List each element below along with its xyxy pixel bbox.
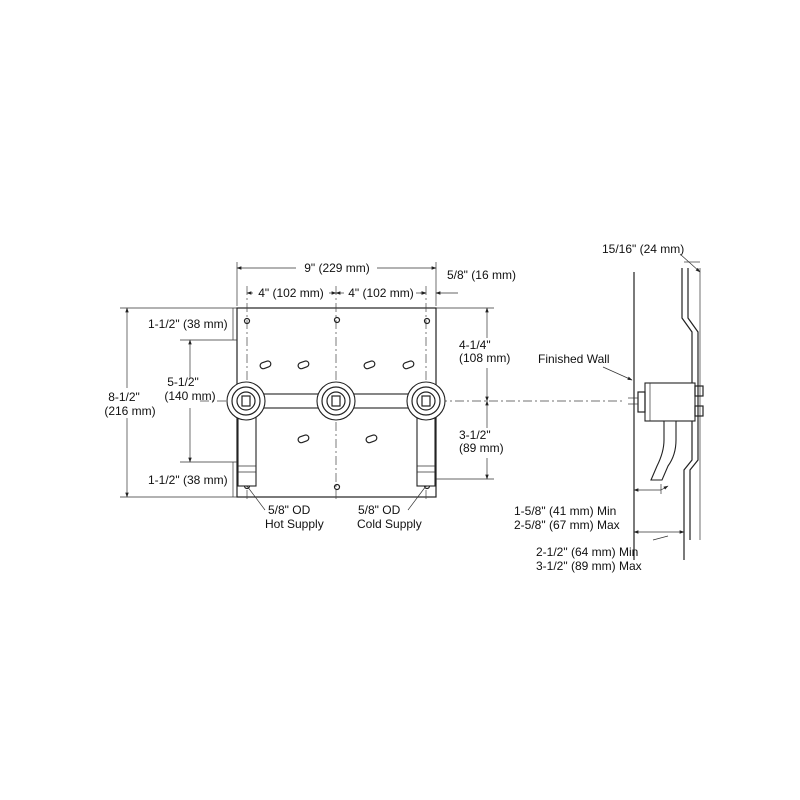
dim-valve-spacing: 4" (102 mm) 4" (102 mm) <box>246 286 427 300</box>
dim-top-margin: 1-1/2" (38 mm) <box>148 308 237 341</box>
bottom-margin-label: 1-1/2" (38 mm) <box>148 473 228 487</box>
upper-height-label-mm: (108 mm) <box>459 351 510 365</box>
valve-center <box>316 381 356 421</box>
depth-b-min-label: 2-1/2" (64 mm) Min <box>536 545 638 559</box>
mounting-slots <box>259 360 415 444</box>
dim-bottom-margin: 1-1/2" (38 mm) <box>148 462 234 497</box>
spout-outline <box>650 420 677 481</box>
hot-supply-size: 5/8" OD <box>268 503 311 517</box>
finished-wall-label: Finished Wall <box>538 352 610 366</box>
dim-depth-a: 1-5/8" (41 mm) Min 2-5/8" (67 mm) Max <box>514 484 669 532</box>
cold-supply-callout: 5/8" OD Cold Supply <box>357 485 427 531</box>
dim-overall-width: 9" (229 mm) <box>236 261 437 306</box>
front-view: 9" (229 mm) 4" (102 mm) 4" (102 mm) 5/8"… <box>104 261 625 531</box>
dim-depth-b: 2-1/2" (64 mm) Min 3-1/2" (89 mm) Max <box>536 530 685 573</box>
dim-upper-height: 4-1/4" (108 mm) <box>436 307 510 402</box>
valve-body-side <box>644 382 696 422</box>
overall-width-label: 9" (229 mm) <box>304 261 370 275</box>
supply-pipes <box>237 415 436 487</box>
hot-supply-name: Hot Supply <box>265 517 324 531</box>
valve-hot <box>226 381 266 421</box>
overall-height-label-mm: (216 mm) <box>104 404 155 418</box>
depth-a-max-label: 2-5/8" (67 mm) Max <box>514 518 620 532</box>
depth-b-max-label: 3-1/2" (89 mm) Max <box>536 559 642 573</box>
port-span-label-in: 5-1/2" <box>167 375 199 389</box>
dim-lower-height: 3-1/2" (89 mm) <box>436 400 504 480</box>
dim-port-span: 5-1/2" (140 mm) <box>164 339 237 463</box>
cold-supply-name: Cold Supply <box>357 517 422 531</box>
hot-supply-callout: 5/8" OD Hot Supply <box>246 485 324 531</box>
dim-plate-thickness: 15/16" (24 mm) <box>602 242 701 273</box>
lower-height-label-in: 3-1/2" <box>459 428 491 442</box>
right-spacing-label: 4" (102 mm) <box>348 286 414 300</box>
top-margin-label: 1-1/2" (38 mm) <box>148 317 228 331</box>
side-view: 15/16" (24 mm) Finished Wall 1-5/8" (41 … <box>514 242 704 573</box>
valve-cold <box>406 381 446 421</box>
overall-height-label-in: 8-1/2" <box>108 390 140 404</box>
plate-thickness-label: 15/16" (24 mm) <box>602 242 684 256</box>
dim-edge-offset: 5/8" (16 mm) <box>420 268 516 295</box>
edge-offset-label: 5/8" (16 mm) <box>447 268 516 282</box>
dim-overall-height: 8-1/2" (216 mm) <box>104 307 237 498</box>
cold-supply-size: 5/8" OD <box>358 503 401 517</box>
upper-height-label-in: 4-1/4" <box>459 338 491 352</box>
left-spacing-label: 4" (102 mm) <box>258 286 324 300</box>
port-span-label-mm: (140 mm) <box>164 389 215 403</box>
depth-a-min-label: 1-5/8" (41 mm) Min <box>514 504 616 518</box>
lower-height-label-mm: (89 mm) <box>459 441 504 455</box>
